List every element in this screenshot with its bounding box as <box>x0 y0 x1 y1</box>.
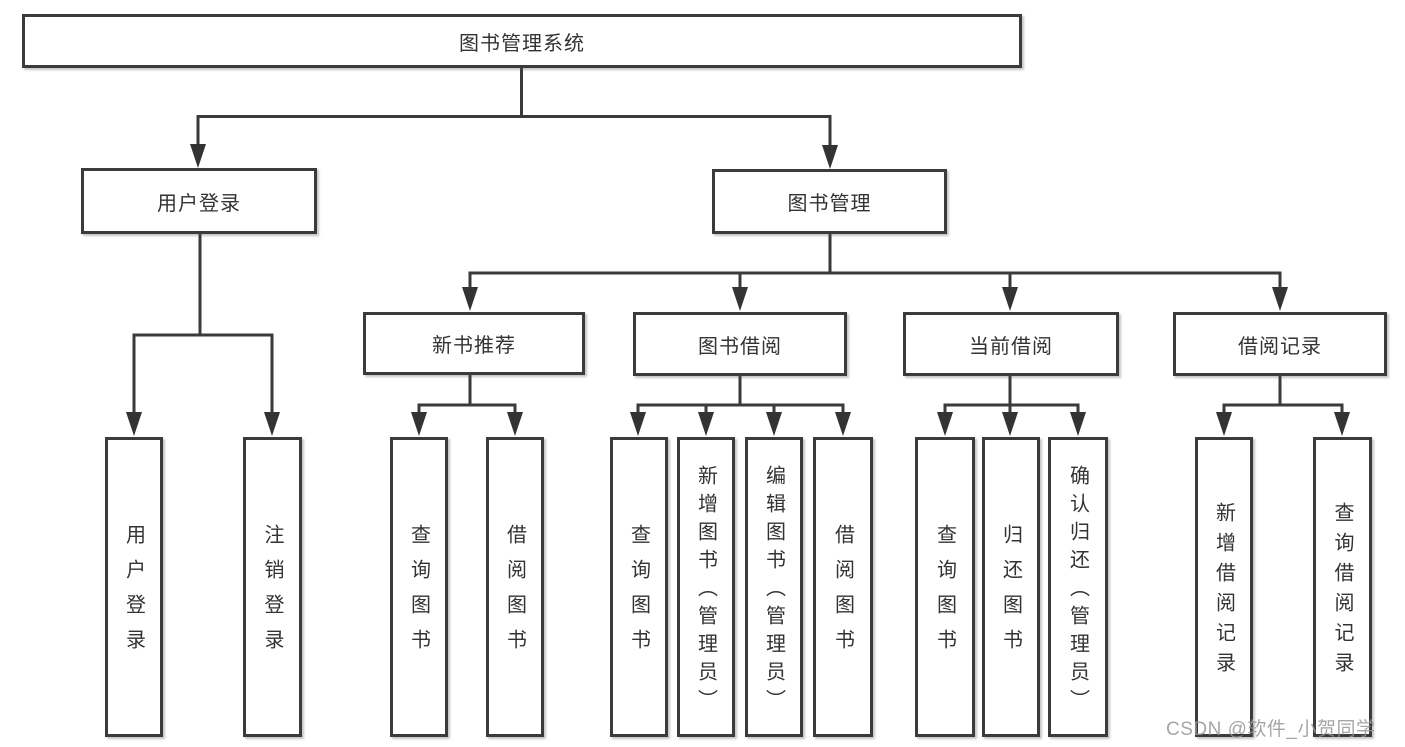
node-query-books-borrowing-label: 查询图书 <box>627 524 650 664</box>
connector-book-management-split <box>462 234 1288 311</box>
node-borrow-books-recommend: 借阅图书 <box>486 437 544 737</box>
node-query-books-recommend: 查询图书 <box>390 437 448 737</box>
node-query-books-borrowing: 查询图书 <box>610 437 668 737</box>
node-borrow-books-recommend-label: 借阅图书 <box>503 524 526 664</box>
node-user-login-action: 用户登录 <box>105 437 163 737</box>
node-book-borrowing: 图书借阅 <box>633 312 847 376</box>
node-return-books: 归还图书 <box>982 437 1040 737</box>
node-root: 图书管理系统 <box>22 14 1022 68</box>
node-add-book-admin-label: 新增图书（管理员） <box>694 464 717 717</box>
node-logout: 注销登录 <box>243 437 302 737</box>
node-edit-book-admin-label: 编辑图书（管理员） <box>762 464 785 717</box>
node-borrow-books: 借阅图书 <box>813 437 873 737</box>
node-borrow-books-label: 借阅图书 <box>831 524 854 664</box>
connector-new-book-split <box>411 375 523 436</box>
node-confirm-return-admin: 确认归还（管理员） <box>1048 437 1108 737</box>
node-query-books-current: 查询图书 <box>915 437 975 737</box>
node-new-book-recommendation: 新书推荐 <box>363 312 585 375</box>
node-query-borrow-record: 查询借阅记录 <box>1313 437 1372 737</box>
node-add-borrow-record: 新增借阅记录 <box>1195 437 1253 737</box>
node-current-borrowing: 当前借阅 <box>903 312 1119 376</box>
connector-borrow-records-split <box>1216 376 1350 436</box>
connector-root-split <box>190 68 838 169</box>
node-query-books-recommend-label: 查询图书 <box>407 524 430 664</box>
node-add-book-admin: 新增图书（管理员） <box>677 437 735 737</box>
node-logout-label: 注销登录 <box>261 524 283 664</box>
node-query-books-current-label: 查询图书 <box>933 524 956 664</box>
node-query-borrow-record-label: 查询借阅记录 <box>1331 501 1353 682</box>
node-user-login-action-label: 用户登录 <box>122 524 145 664</box>
node-edit-book-admin: 编辑图书（管理员） <box>745 437 803 737</box>
node-borrowing-records: 借阅记录 <box>1173 312 1387 376</box>
node-add-borrow-record-label: 新增借阅记录 <box>1212 501 1235 682</box>
connector-current-borrowing-split <box>937 376 1086 436</box>
csdn-watermark: CSDN @软件_小贺同学 <box>1166 719 1376 740</box>
node-confirm-return-admin-label: 确认归还（管理员） <box>1066 464 1089 717</box>
node-return-books-label: 归还图书 <box>999 524 1022 664</box>
connector-book-borrowing-split <box>630 376 851 436</box>
node-book-management: 图书管理 <box>712 169 947 234</box>
node-user-login: 用户登录 <box>81 168 317 234</box>
connector-user-login-split <box>126 234 280 436</box>
